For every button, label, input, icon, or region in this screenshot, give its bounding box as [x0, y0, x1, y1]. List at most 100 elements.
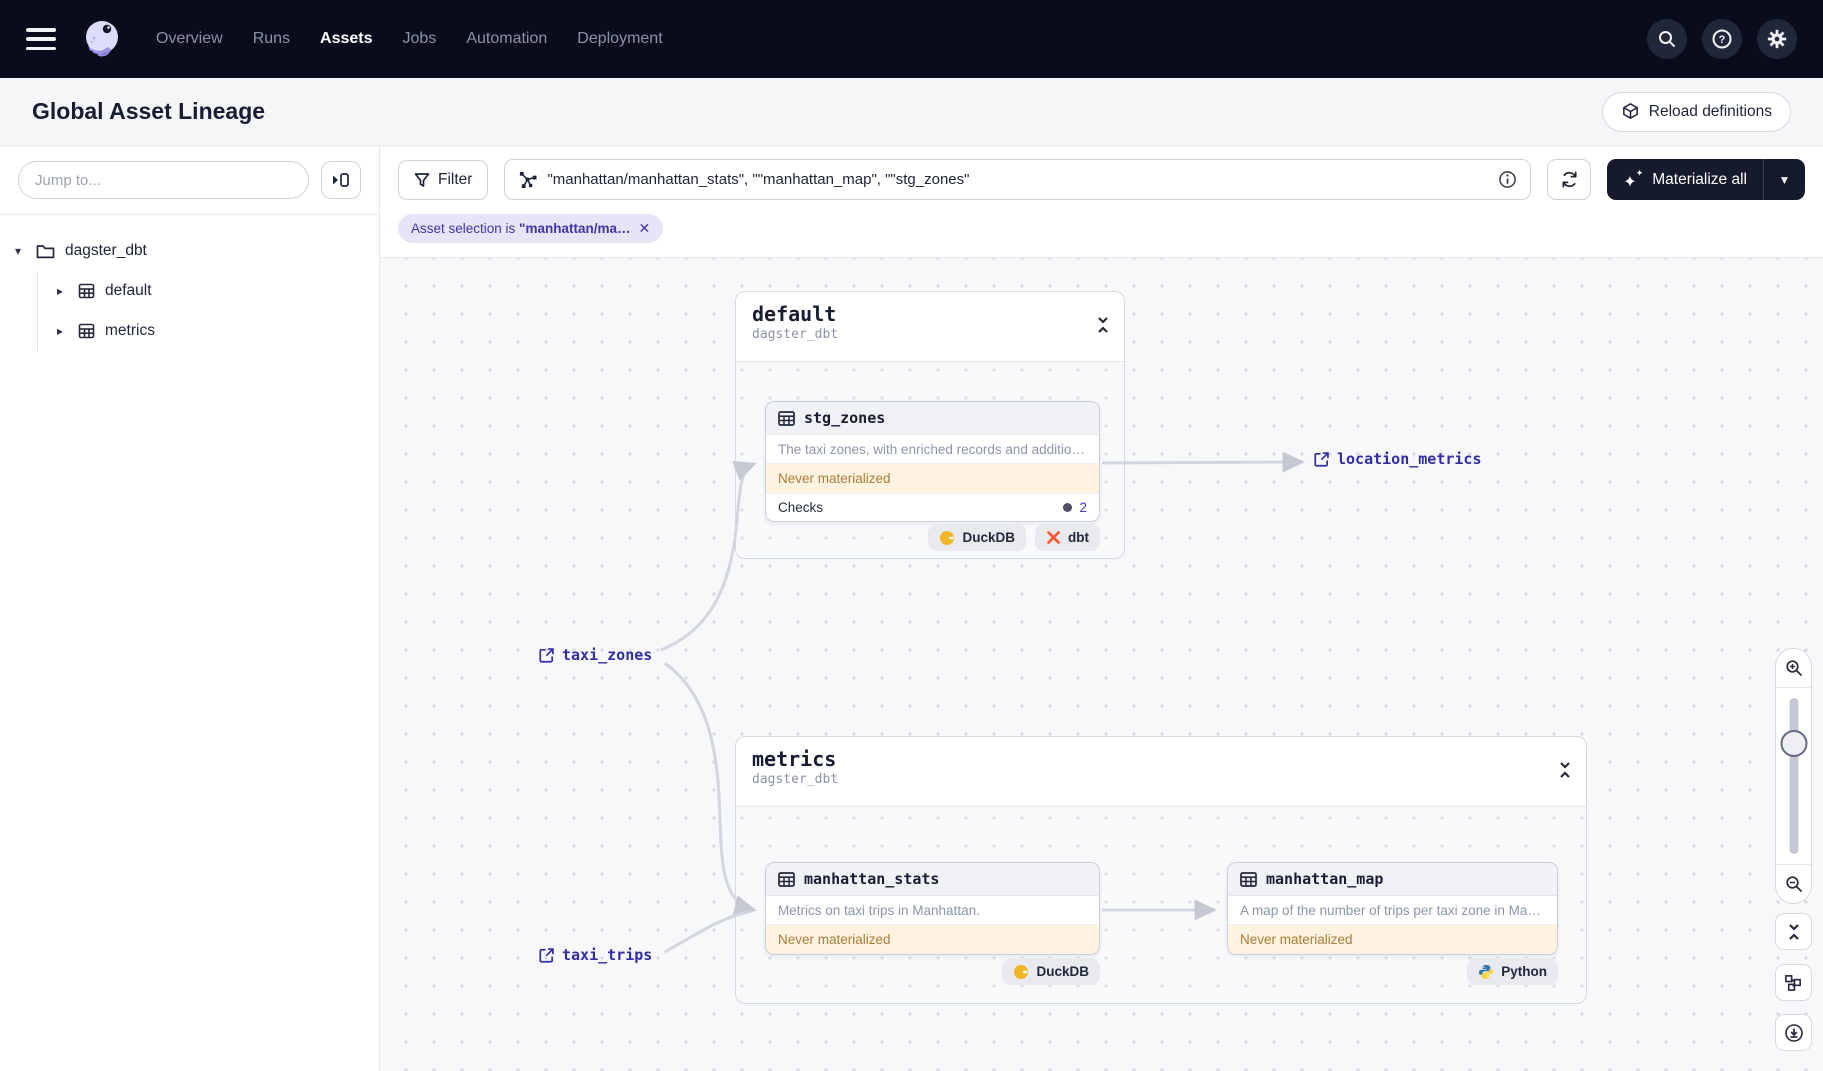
rearrange-layout-button[interactable] [1775, 964, 1812, 1001]
checks-status-dot [1063, 503, 1073, 512]
asset-checks-row[interactable]: Checks 2 [766, 493, 1099, 521]
asset-node-manhattan-map[interactable]: manhattan_map A map of the number of tri… [1227, 862, 1558, 955]
dagster-logo-icon[interactable] [78, 16, 124, 62]
help-icon: ? [1712, 29, 1732, 49]
reload-definitions-label: Reload definitions [1648, 102, 1772, 120]
tag-label: DuckDB [962, 530, 1015, 545]
tag-duckdb[interactable]: DuckDB [928, 524, 1026, 551]
page-title: Global Asset Lineage [32, 98, 266, 124]
page-header: Global Asset Lineage Reload definitions [0, 78, 1823, 146]
zoom-slider-knob[interactable] [1780, 730, 1807, 757]
asset-node-stg-zones[interactable]: stg_zones The taxi zones, with enriched … [765, 401, 1100, 522]
info-icon[interactable] [1498, 170, 1517, 189]
tree-item-label: default [105, 282, 152, 299]
zoom-out-icon [1785, 876, 1802, 892]
asset-selection-query-box [504, 159, 1532, 200]
caret-right-icon[interactable]: ▸ [56, 324, 64, 338]
checks-label: Checks [778, 500, 824, 515]
tag-python[interactable]: Python [1467, 958, 1558, 985]
graph-layout-icon [1785, 975, 1801, 991]
reload-definitions-button[interactable]: Reload definitions [1601, 91, 1791, 132]
collapse-group-icon[interactable] [1096, 316, 1110, 334]
materialize-options-dropdown[interactable]: ▼ [1763, 159, 1805, 200]
close-icon[interactable]: ✕ [638, 220, 651, 236]
manhattan-stats-tags: DuckDB [765, 958, 1100, 985]
group-header-default[interactable]: default dagster_dbt [736, 292, 1124, 362]
external-link-icon [539, 947, 554, 963]
nav-item-automation[interactable]: Automation [466, 30, 548, 47]
filter-button[interactable]: Filter [398, 159, 489, 200]
checks-count: 2 [1079, 500, 1087, 515]
caret-right-icon[interactable]: ▸ [56, 284, 64, 298]
zoom-controls [1775, 648, 1812, 904]
materialize-all-button[interactable]: ✦✦ Materialize all [1607, 159, 1763, 200]
asset-selection-chip[interactable]: Asset selection is "manhattan/ma… ✕ [398, 214, 664, 243]
collapse-panel-button[interactable] [321, 161, 361, 199]
refresh-button[interactable] [1547, 159, 1592, 200]
asset-group-icon [78, 283, 95, 299]
asset-node-manhattan-stats[interactable]: manhattan_stats Metrics on taxi trips in… [765, 862, 1100, 955]
asset-selection-input[interactable] [547, 171, 1489, 188]
nav-links: Overview Runs Assets Jobs Automation Dep… [156, 30, 663, 48]
nav-item-jobs[interactable]: Jobs [402, 30, 437, 47]
asset-name: stg_zones [804, 409, 886, 427]
jump-to-input[interactable] [18, 161, 309, 199]
tree-item-label: dagster_dbt [65, 242, 147, 259]
top-navigation: Overview Runs Assets Jobs Automation Dep… [0, 0, 1823, 78]
external-asset-location-metrics[interactable]: location_metrics [1313, 450, 1482, 468]
asset-description: A map of the number of trips per taxi zo… [1228, 896, 1557, 925]
tree-item-metrics[interactable]: ▸ metrics [52, 311, 369, 351]
table-icon [778, 410, 795, 426]
folder-icon [36, 245, 55, 259]
nav-item-deployment[interactable]: Deployment [577, 30, 663, 47]
settings-button[interactable] [1757, 19, 1797, 59]
collapse-all-groups-button[interactable] [1775, 913, 1812, 950]
filter-button-label: Filter [438, 170, 473, 188]
help-button[interactable]: ? [1702, 19, 1742, 59]
lineage-edges [660, 451, 1305, 954]
nav-item-overview[interactable]: Overview [156, 30, 223, 47]
lineage-graph-canvas[interactable]: default dagster_dbt metrics dagster_dbt [380, 257, 1823, 1071]
asset-description: The taxi zones, with enriched records an… [766, 435, 1099, 464]
gear-icon [1767, 29, 1787, 49]
collapse-group-icon[interactable] [1558, 761, 1572, 779]
lineage-toolbar: Filter [380, 146, 1823, 210]
asset-description: Metrics on taxi trips in Manhattan. [766, 896, 1099, 925]
table-icon [778, 871, 795, 887]
tree-item-default[interactable]: ▸ default [52, 271, 369, 311]
external-link-icon [539, 647, 554, 663]
nav-item-assets[interactable]: Assets [320, 30, 373, 47]
hamburger-menu-icon[interactable] [26, 28, 56, 50]
sparkles-icon: ✦✦ [1623, 167, 1644, 191]
zoom-out-button[interactable] [1776, 865, 1811, 903]
asset-group-icon [78, 323, 95, 339]
download-image-button[interactable] [1775, 1014, 1812, 1051]
tree-item-dagster-dbt[interactable]: ▾ dagster_dbt [10, 231, 369, 271]
materialize-all-label: Materialize all [1652, 170, 1747, 188]
group-subtitle: dagster_dbt [752, 327, 839, 342]
tag-dbt[interactable]: dbt [1035, 524, 1100, 551]
tag-duckdb[interactable]: DuckDB [1002, 958, 1100, 985]
cube-reload-icon [1622, 103, 1638, 120]
table-icon [1240, 871, 1257, 887]
zoom-in-button[interactable] [1776, 649, 1811, 687]
group-name: metrics [752, 747, 837, 771]
funnel-icon [414, 172, 430, 187]
group-subtitle: dagster_dbt [752, 772, 839, 787]
group-header-metrics[interactable]: metrics dagster_dbt [736, 737, 1586, 807]
external-asset-taxi-trips[interactable]: taxi_trips [538, 946, 652, 964]
python-icon [1479, 964, 1494, 979]
duckdb-icon [1014, 964, 1029, 979]
svg-text:?: ? [1719, 34, 1726, 46]
tag-label: DuckDB [1036, 964, 1089, 979]
group-name: default [752, 302, 837, 326]
nav-item-runs[interactable]: Runs [252, 30, 291, 47]
manhattan-map-tags: Python [1227, 958, 1558, 985]
caret-down-icon[interactable]: ▾ [14, 244, 22, 258]
zoom-slider-track[interactable] [1789, 698, 1798, 854]
external-asset-taxi-zones[interactable]: taxi_zones [538, 646, 652, 664]
zoom-slider[interactable] [1776, 688, 1811, 864]
asset-selection-icon [520, 171, 537, 189]
external-link-icon [1314, 451, 1329, 467]
search-button[interactable] [1647, 19, 1687, 59]
